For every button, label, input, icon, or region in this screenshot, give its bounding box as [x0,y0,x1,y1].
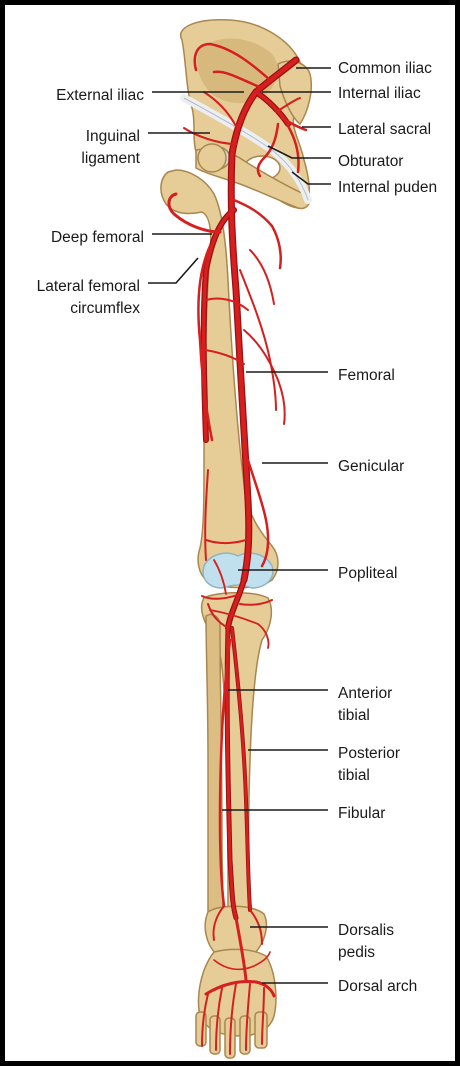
muscular-branch-2 [244,330,285,424]
label-femoral: Femoral [338,365,395,387]
label-obturator: Obturator [338,151,403,173]
label-dorsalis-pedis-line1: Dorsalis [338,920,394,942]
skeleton [161,20,311,1058]
label-anterior-tibial-line2: tibial [338,705,392,727]
label-posterior-tibial: Posterior tibial [338,743,400,787]
label-fibular: Fibular [338,803,385,825]
label-lateral-femoral-circumflex: Lateral femoral circumflex [37,276,140,320]
label-dorsal-arch: Dorsal arch [338,976,417,998]
label-dorsalis-pedis: Dorsalis pedis [338,920,394,964]
label-lateral-femoral-line2: circumflex [37,298,140,320]
label-anterior-tibial-line1: Anterior [338,683,392,705]
label-lateral-femoral-line1: Lateral femoral [37,276,140,298]
femoral-head [198,144,226,172]
label-inguinal-ligament-line1: Inguinal [81,126,140,148]
label-posterior-tibial-line1: Posterior [338,743,400,765]
label-posterior-tibial-line2: tibial [338,765,400,787]
label-inguinal-ligament-line2: ligament [81,148,140,170]
label-deep-femoral: Deep femoral [51,227,144,249]
label-anterior-tibial: Anterior tibial [338,683,392,727]
label-common-iliac: Common iliac [338,58,432,80]
label-external-iliac: External iliac [56,85,144,107]
label-genicular: Genicular [338,456,404,478]
label-internal-iliac: Internal iliac [338,83,421,105]
leader-lateral-femoral [148,258,198,283]
label-lateral-sacral: Lateral sacral [338,119,431,141]
label-internal-pudendal: Internal puden [338,177,437,199]
muscular-branch-3 [250,250,274,304]
label-popliteal: Popliteal [338,563,397,585]
label-dorsalis-pedis-line2: pedis [338,942,394,964]
label-inguinal-ligament: Inguinal ligament [81,126,140,170]
